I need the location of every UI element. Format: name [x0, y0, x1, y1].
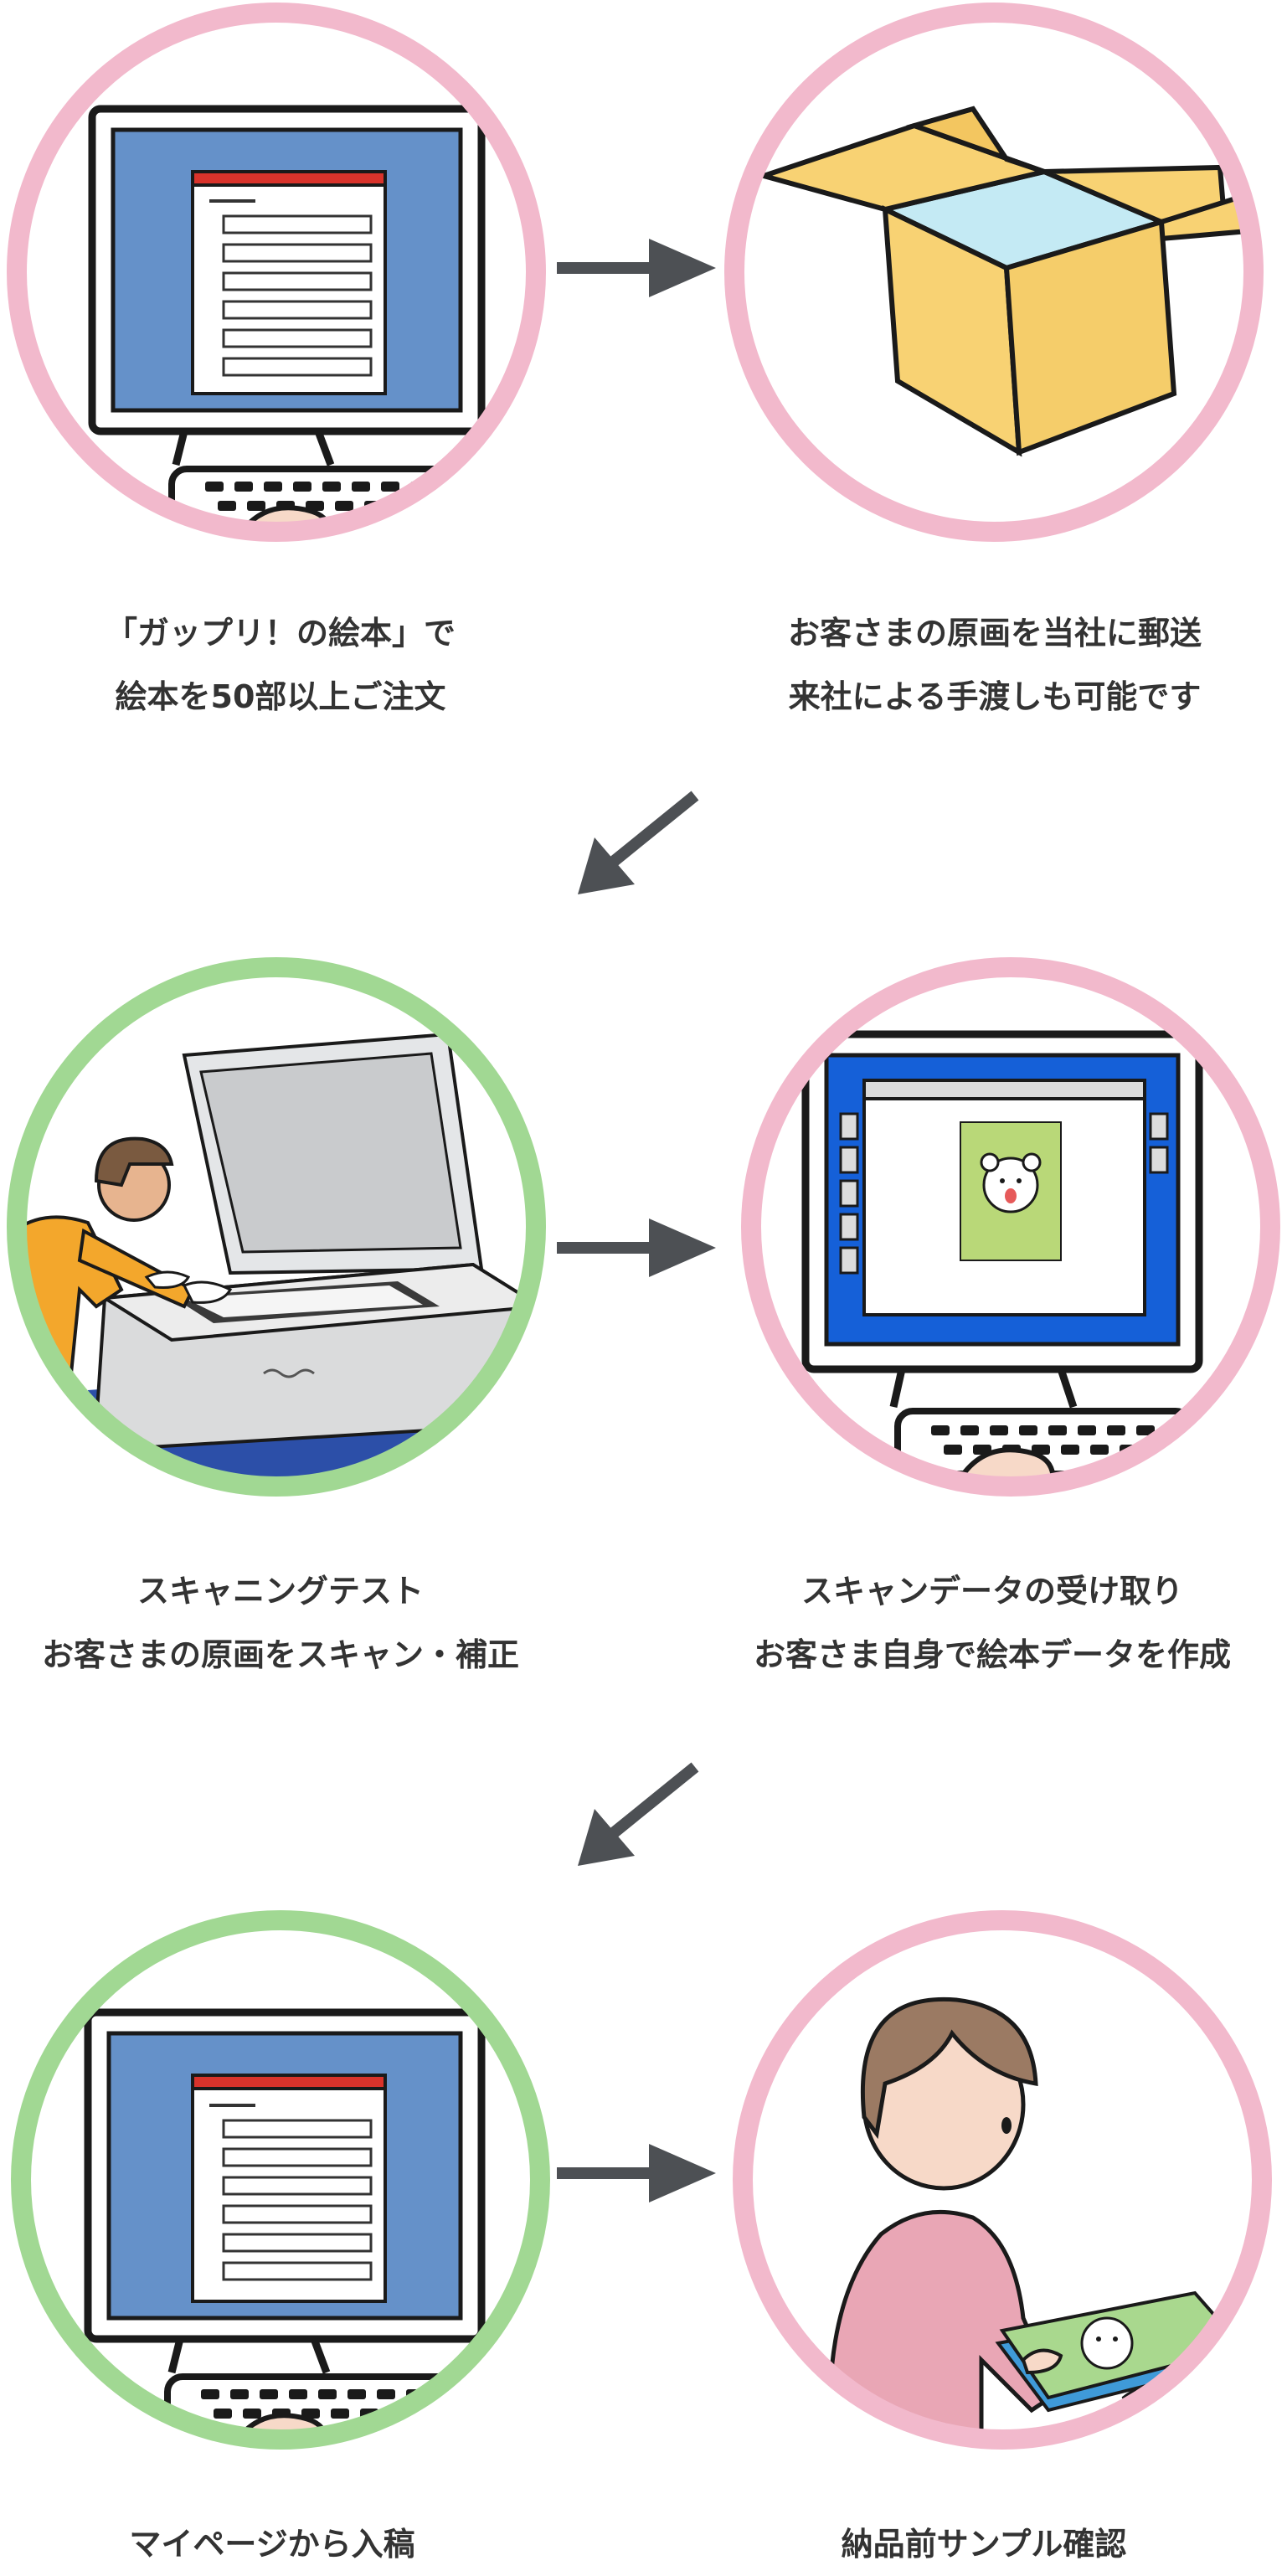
scanner-operator-icon: [7, 957, 546, 1497]
computer-order-form-icon: [7, 3, 546, 542]
step-1-label: 「ガップリ！の絵本」で 絵本を50部以上ご注文: [0, 601, 590, 729]
step-3-line-2: お客さまの原画をスキャン・補正: [41, 1636, 519, 1673]
step-5-line-1: マイページから入稿: [129, 2526, 415, 2563]
arrow-down-left-2: [569, 1759, 703, 1876]
arrow-right-2: [557, 1214, 716, 1281]
arrow-down-left-1: [569, 787, 703, 904]
computer-scanned-image-icon: [741, 957, 1280, 1497]
step-2-line-1: お客さまの原画を当社に郵送: [787, 615, 1202, 652]
step-3-illustration: [4, 955, 548, 1499]
step-1-line-1: 「ガップリ！の絵本」で: [105, 615, 456, 652]
step-2-label: お客さまの原画を当社に郵送 来社による手渡しも可能です: [685, 601, 1287, 729]
step-1-line-2: 絵本を50部以上ご注文: [115, 678, 446, 715]
person-reading-book-icon: [733, 1910, 1272, 2450]
cardboard-box-icon: [724, 3, 1264, 542]
arrow-right-3: [557, 2140, 716, 2207]
step-4-illustration: [739, 955, 1283, 1499]
step-3-line-1: スキャニングテスト: [136, 1573, 424, 1610]
step-6-illustration: [730, 1908, 1274, 2452]
step-2-illustration: [722, 0, 1266, 544]
step-4-line-1: スキャンデータの受け取り: [801, 1573, 1183, 1610]
step-6-line-1: 納品前サンプル確認: [841, 2526, 1127, 2563]
step-3-label: スキャニングテスト お客さまの原画をスキャン・補正: [0, 1559, 590, 1687]
step-4-label: スキャンデータの受け取り お客さま自身で絵本データを作成: [682, 1559, 1287, 1687]
step-1-illustration: [4, 0, 548, 544]
arrow-right-1: [557, 234, 716, 301]
computer-order-form-icon: [11, 1910, 550, 2450]
step-6-label: 納品前サンプル確認: [674, 2512, 1287, 2576]
step-4-line-2: お客さま自身で絵本データを作成: [753, 1636, 1231, 1673]
step-5-label: マイページから入稿: [0, 2512, 582, 2576]
step-2-line-2: 来社による手渡しも可能です: [788, 678, 1202, 715]
step-5-illustration: [8, 1908, 553, 2452]
